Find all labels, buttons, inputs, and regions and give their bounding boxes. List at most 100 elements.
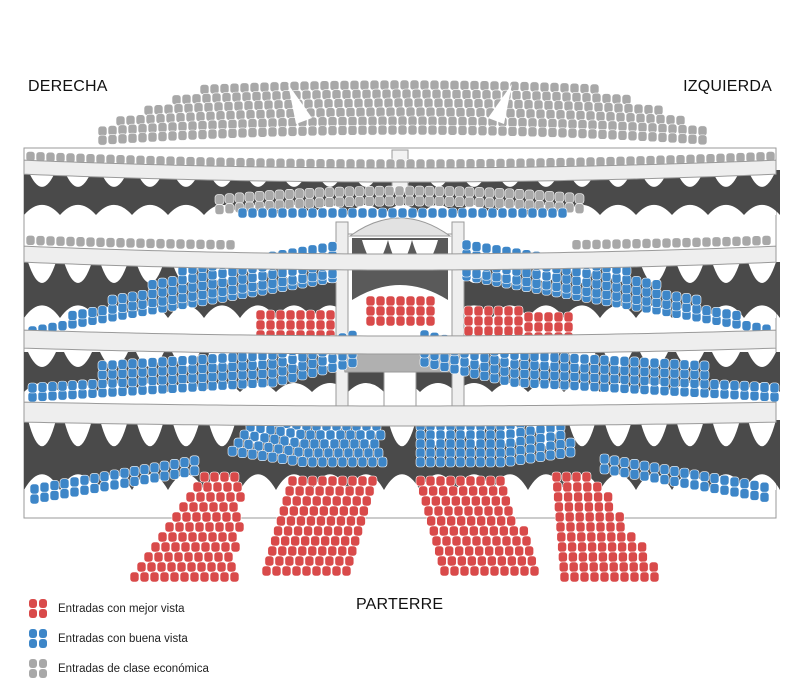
seat bbox=[551, 91, 562, 102]
seat bbox=[659, 358, 670, 369]
seat bbox=[427, 207, 438, 219]
seat bbox=[421, 88, 432, 100]
seat bbox=[637, 121, 648, 133]
balcony-rail bbox=[23, 329, 777, 355]
seat bbox=[626, 531, 637, 543]
seat bbox=[197, 289, 208, 300]
seat bbox=[167, 356, 178, 367]
seat bbox=[109, 479, 120, 491]
seat bbox=[375, 106, 386, 118]
seat bbox=[437, 207, 448, 219]
seat bbox=[155, 238, 166, 249]
seat bbox=[231, 91, 242, 103]
seat bbox=[525, 452, 536, 464]
seat bbox=[27, 391, 38, 403]
seat bbox=[449, 363, 460, 375]
seat bbox=[367, 475, 378, 487]
seat bbox=[237, 378, 248, 390]
seat bbox=[287, 363, 298, 374]
seat bbox=[719, 484, 730, 496]
seat bbox=[139, 571, 150, 583]
seat bbox=[177, 130, 188, 141]
seat bbox=[371, 88, 382, 100]
seat bbox=[157, 356, 168, 368]
curtain-swag bbox=[676, 420, 704, 447]
seat bbox=[519, 377, 530, 388]
seat bbox=[214, 204, 225, 215]
seat bbox=[245, 109, 256, 120]
seat bbox=[473, 505, 484, 517]
seat bbox=[671, 300, 682, 312]
seat bbox=[109, 469, 120, 481]
seat bbox=[514, 545, 524, 557]
seat bbox=[614, 511, 625, 523]
seat bbox=[499, 80, 510, 92]
seat bbox=[504, 198, 515, 210]
seat bbox=[297, 545, 308, 557]
seat bbox=[215, 239, 226, 250]
seat bbox=[127, 358, 138, 370]
seat bbox=[343, 447, 354, 459]
seat bbox=[287, 207, 298, 219]
seat bbox=[364, 485, 375, 497]
seat bbox=[327, 456, 338, 468]
seat bbox=[361, 88, 372, 100]
seat bbox=[579, 380, 590, 392]
seat bbox=[165, 112, 176, 124]
seat bbox=[129, 466, 140, 477]
seat bbox=[375, 305, 386, 317]
seat bbox=[641, 277, 652, 289]
seat bbox=[524, 189, 535, 201]
seat bbox=[117, 359, 128, 370]
seat bbox=[344, 196, 355, 208]
seat bbox=[437, 555, 447, 567]
seat bbox=[304, 555, 315, 567]
seat bbox=[55, 235, 66, 247]
seat bbox=[505, 437, 516, 449]
seat bbox=[187, 129, 198, 141]
gray-seat-icon bbox=[29, 659, 47, 678]
seat bbox=[567, 541, 577, 553]
seat bbox=[307, 271, 318, 283]
seat bbox=[531, 268, 542, 280]
seat bbox=[125, 237, 136, 249]
seat bbox=[267, 268, 278, 280]
seat bbox=[373, 97, 384, 109]
seat bbox=[189, 455, 200, 467]
seat bbox=[463, 315, 474, 327]
seat bbox=[581, 471, 592, 483]
seat bbox=[567, 118, 578, 130]
seat bbox=[310, 535, 320, 547]
seat bbox=[314, 555, 325, 567]
seat bbox=[555, 521, 566, 533]
seat bbox=[535, 433, 546, 444]
curtain-swag bbox=[640, 420, 668, 447]
seat bbox=[415, 456, 426, 468]
seat bbox=[49, 480, 60, 491]
seat bbox=[578, 561, 589, 573]
seat bbox=[75, 236, 86, 248]
seat bbox=[709, 379, 720, 390]
seat bbox=[217, 277, 228, 288]
seat bbox=[439, 565, 450, 577]
seat bbox=[146, 561, 157, 573]
seat bbox=[627, 541, 637, 553]
seat bbox=[354, 485, 365, 497]
seat bbox=[187, 120, 198, 132]
seat bbox=[701, 305, 712, 317]
seat bbox=[127, 132, 138, 144]
seat bbox=[671, 237, 682, 249]
seat bbox=[309, 80, 320, 92]
seat bbox=[571, 91, 582, 103]
seat bbox=[169, 571, 180, 583]
seat bbox=[564, 192, 575, 204]
seat bbox=[127, 385, 138, 397]
seat bbox=[233, 437, 244, 449]
seat bbox=[475, 456, 486, 468]
seat bbox=[419, 356, 430, 368]
seat bbox=[569, 82, 580, 94]
seat bbox=[466, 515, 476, 527]
curtain-swag bbox=[712, 352, 740, 367]
seat bbox=[217, 119, 228, 130]
seat bbox=[729, 476, 740, 488]
